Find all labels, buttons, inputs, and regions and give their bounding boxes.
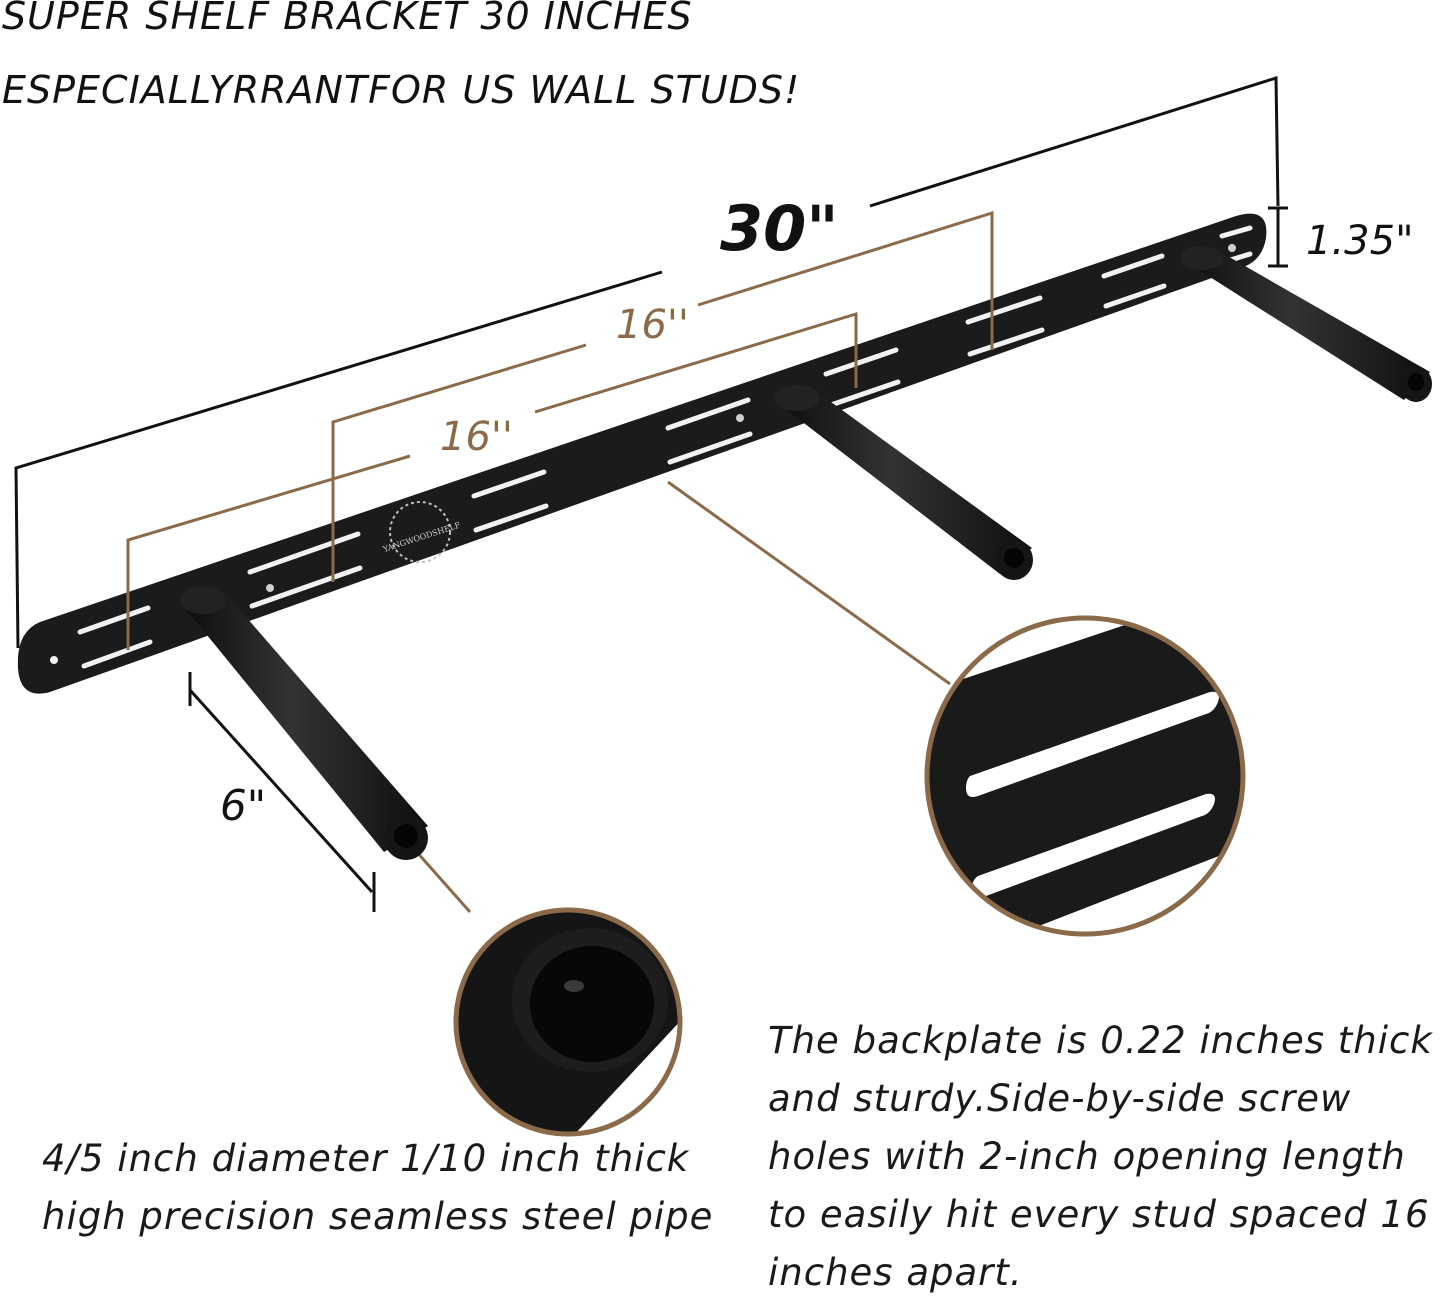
backplate: YANGWOODSHELF (17, 213, 1267, 694)
title-line-1: SUPER SHELF BRACKET 30 INCHES (2, 0, 693, 38)
height-label: 1.35" (1306, 218, 1413, 264)
rod-right (1180, 246, 1432, 402)
pipe-caption: 4/5 inch diameter 1/10 inch thick high p… (42, 1137, 714, 1238)
title-line-2: ESPECIALLYRRANTFOR US WALL STUDS! (2, 68, 801, 112)
backplate-caption: The backplate is 0.22 inches thick and s… (768, 1019, 1433, 1294)
backplate-detail-circle (924, 615, 1246, 937)
rod-left (180, 586, 428, 860)
length-label: 30" (720, 192, 839, 265)
stud-spacing-label-2: 16'' (616, 302, 689, 348)
rod-length-dimension: 6" (188, 672, 376, 912)
pipe-detail-circle (453, 907, 683, 1137)
backplate-slots (77, 225, 1253, 669)
stud-spacing-label-1: 16'' (440, 414, 513, 460)
stud-spacing-dimensions (126, 210, 994, 913)
length-dimension: 30" (14, 75, 1280, 649)
height-dimension: 1.35" (1268, 206, 1413, 268)
support-rods (180, 246, 1432, 860)
rod-length-label: 6" (220, 781, 266, 830)
rod-middle (774, 385, 1033, 580)
